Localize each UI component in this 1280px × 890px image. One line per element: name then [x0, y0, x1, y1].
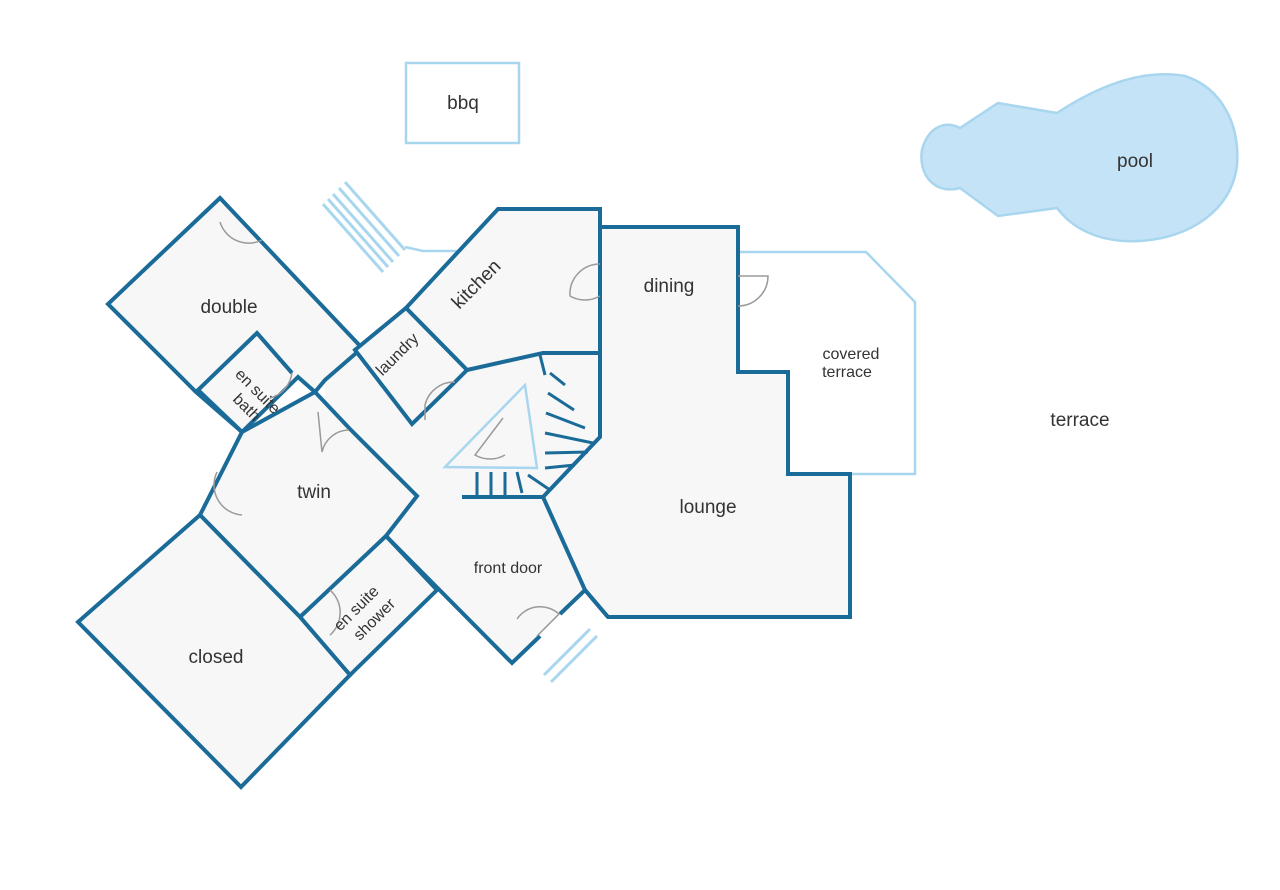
room-closed	[75, 512, 353, 790]
staircase	[442, 354, 594, 499]
wall-entrance-right	[558, 587, 610, 619]
path-to-kitchen	[404, 245, 458, 253]
label-pool: pool	[1117, 151, 1153, 172]
label-closed: closed	[189, 647, 244, 668]
garden-steps	[321, 181, 407, 273]
entrance-steps	[542, 627, 599, 684]
room-double	[105, 195, 365, 435]
label-front-door: front door	[474, 560, 543, 577]
label-twin: twin	[297, 482, 331, 503]
label-covered-terrace-2: terrace	[822, 364, 872, 381]
wall-ensuite-bath	[194, 330, 294, 394]
room-dining-lounge	[540, 225, 852, 619]
label-lounge: lounge	[679, 497, 736, 518]
label-bbq: bbq	[447, 93, 479, 114]
terrace-outline	[738, 250, 917, 476]
wall-segment	[196, 388, 244, 434]
bbq-area	[404, 61, 521, 145]
label-dining: dining	[644, 276, 695, 297]
wall-entrance	[384, 534, 542, 666]
label-terrace: terrace	[1050, 410, 1109, 431]
room-laundry	[352, 305, 470, 428]
pool-shape	[920, 72, 1239, 243]
label-double: double	[200, 297, 257, 318]
label-covered-terrace-1: covered	[823, 346, 880, 363]
door-swings	[213, 221, 769, 637]
